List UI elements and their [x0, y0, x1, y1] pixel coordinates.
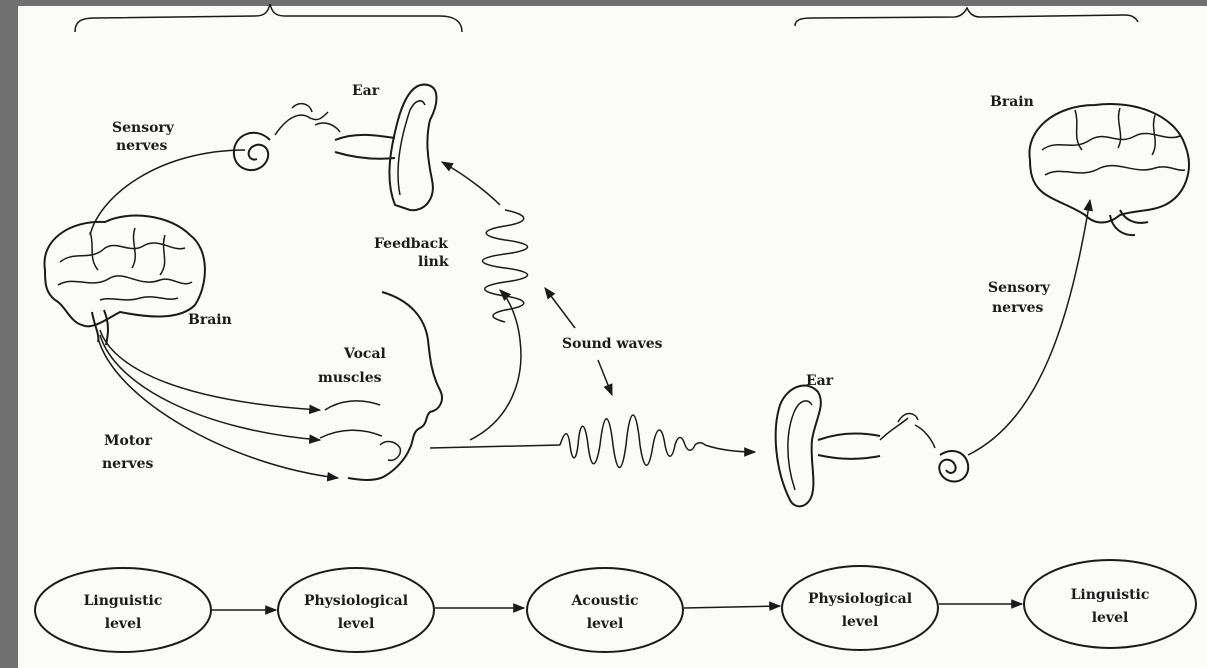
level-1-line2: level — [105, 616, 142, 632]
ear-left-icon — [335, 85, 437, 211]
motor-nerve-1 — [100, 330, 320, 410]
level-5-line1: Linguistic — [1071, 587, 1150, 603]
sound-wave — [560, 415, 705, 468]
label-ear-left: Ear — [352, 83, 380, 99]
level-node-4: Physiological level — [782, 566, 938, 650]
label-sound-waves: Sound waves — [562, 336, 663, 352]
top-brace-left — [75, 4, 462, 32]
level-3-line2: level — [587, 616, 624, 632]
level-1-line1: Linguistic — [84, 593, 163, 609]
level-2-line2: level — [338, 616, 375, 632]
label-vocal-2: muscles — [318, 370, 382, 386]
face-profile-icon — [320, 292, 442, 480]
sensory-nerve-left — [90, 150, 245, 235]
label-motor-2: nerves — [102, 456, 154, 472]
label-motor-1: Motor — [104, 433, 153, 449]
brain-left-icon — [44, 216, 204, 345]
level-3-line1: Acoustic — [570, 593, 638, 609]
level-node-1: Linguistic level — [35, 568, 211, 652]
cochlea-left-icon — [234, 104, 340, 170]
level-2-line1: Physiological — [304, 593, 408, 609]
label-sensory-left-2: nerves — [116, 138, 168, 154]
sound-waves-pointer-down — [598, 360, 612, 395]
level-node-5: Linguistic level — [1024, 560, 1196, 648]
level-4-line2: level — [842, 614, 879, 630]
sound-arrow-to-ear — [705, 445, 755, 452]
label-sensory-right-2: nerves — [992, 300, 1044, 316]
label-brain-right: Brain — [990, 94, 1034, 110]
sound-waves-pointer-up — [545, 288, 575, 328]
feedback-wave — [483, 210, 528, 322]
label-brain-left: Brain — [188, 312, 232, 328]
level-4-line1: Physiological — [808, 591, 912, 607]
label-sensory-left-1: Sensory — [112, 120, 175, 136]
cochlea-right-icon — [880, 414, 968, 482]
level-node-2: Physiological level — [278, 568, 434, 652]
label-feedback-2: link — [418, 254, 449, 270]
level-5-line2: level — [1092, 610, 1129, 626]
sound-path-line — [430, 445, 560, 448]
level-node-3: Acoustic level — [527, 568, 683, 652]
ear-right-icon — [776, 386, 880, 507]
level-arrow-3 — [684, 606, 780, 608]
label-feedback-1: Feedback — [374, 236, 448, 252]
label-ear-right: Ear — [806, 373, 834, 389]
sensory-nerve-right — [968, 200, 1090, 455]
brain-right-icon — [1029, 104, 1188, 235]
label-vocal-1: Vocal — [343, 346, 386, 362]
label-sensory-right-1: Sensory — [988, 280, 1051, 296]
feedback-arrow-top — [442, 162, 500, 205]
top-brace-right — [795, 8, 1138, 26]
motor-nerve-2 — [100, 335, 320, 440]
